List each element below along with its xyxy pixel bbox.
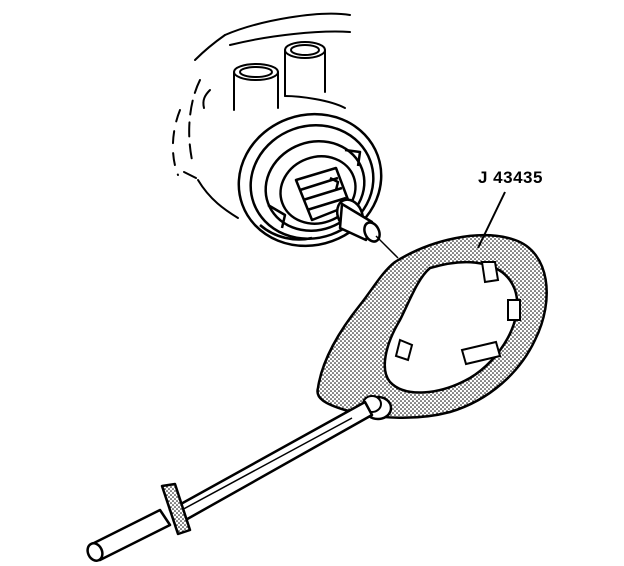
holding-fixture-icon [316,234,548,421]
leader-line [477,191,506,249]
splined-shaft-icon [294,166,381,243]
compressor-body-icon [171,12,351,219]
clutch-hub-icon [237,112,383,248]
tool-callout-label: J 43435 [478,168,543,187]
handle-bar-icon [86,400,374,562]
shaft-leader-line [375,235,399,259]
